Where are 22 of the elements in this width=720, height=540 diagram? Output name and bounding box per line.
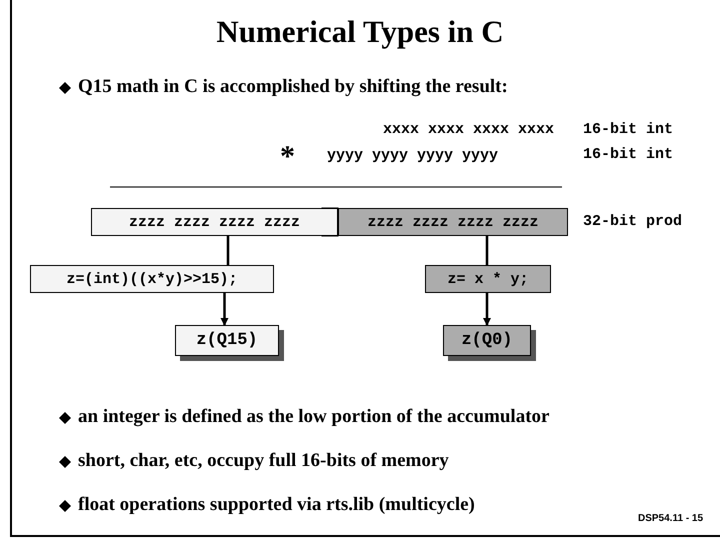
product-high-bits: zzzz zzzz zzzz zzzz	[91, 208, 338, 236]
type-label: 16-bit int	[583, 121, 674, 138]
operand-bits: xxxx xxxx xxxx xxxx	[383, 121, 554, 138]
code-box: z= x * y;	[425, 265, 551, 293]
slide-number: DSP54.11 - 15	[638, 513, 704, 524]
connector-line	[486, 236, 488, 265]
type-label: 16-bit int	[583, 146, 674, 163]
bullet-text: short, char, etc, occupy full 16-bits of memory	[78, 450, 449, 472]
connector-line	[226, 236, 230, 265]
multiply-sign: *	[280, 140, 295, 174]
arrow	[220, 293, 228, 326]
product-low-bits: zzzz zzzz zzzz zzzz	[338, 208, 568, 236]
operand-bits: yyyy yyyy yyyy yyyy	[327, 147, 498, 164]
type-label: 32-bit prod	[583, 213, 682, 230]
bullet-text: Q15 math in C is accomplished by shifting the result:	[78, 76, 508, 98]
bullet-text: an integer is defined as the low portion of the accumulator	[78, 406, 550, 428]
code-box: z=(int)((x*y)>>15);	[30, 265, 274, 293]
arrow	[483, 293, 491, 326]
bullet-text: float operations supported via rts.lib (multicycle)	[78, 494, 475, 516]
slide-title: Numerical Types in C	[215, 14, 505, 50]
result-box: z(Q15)	[175, 325, 279, 356]
result-box: z(Q0)	[443, 325, 531, 356]
